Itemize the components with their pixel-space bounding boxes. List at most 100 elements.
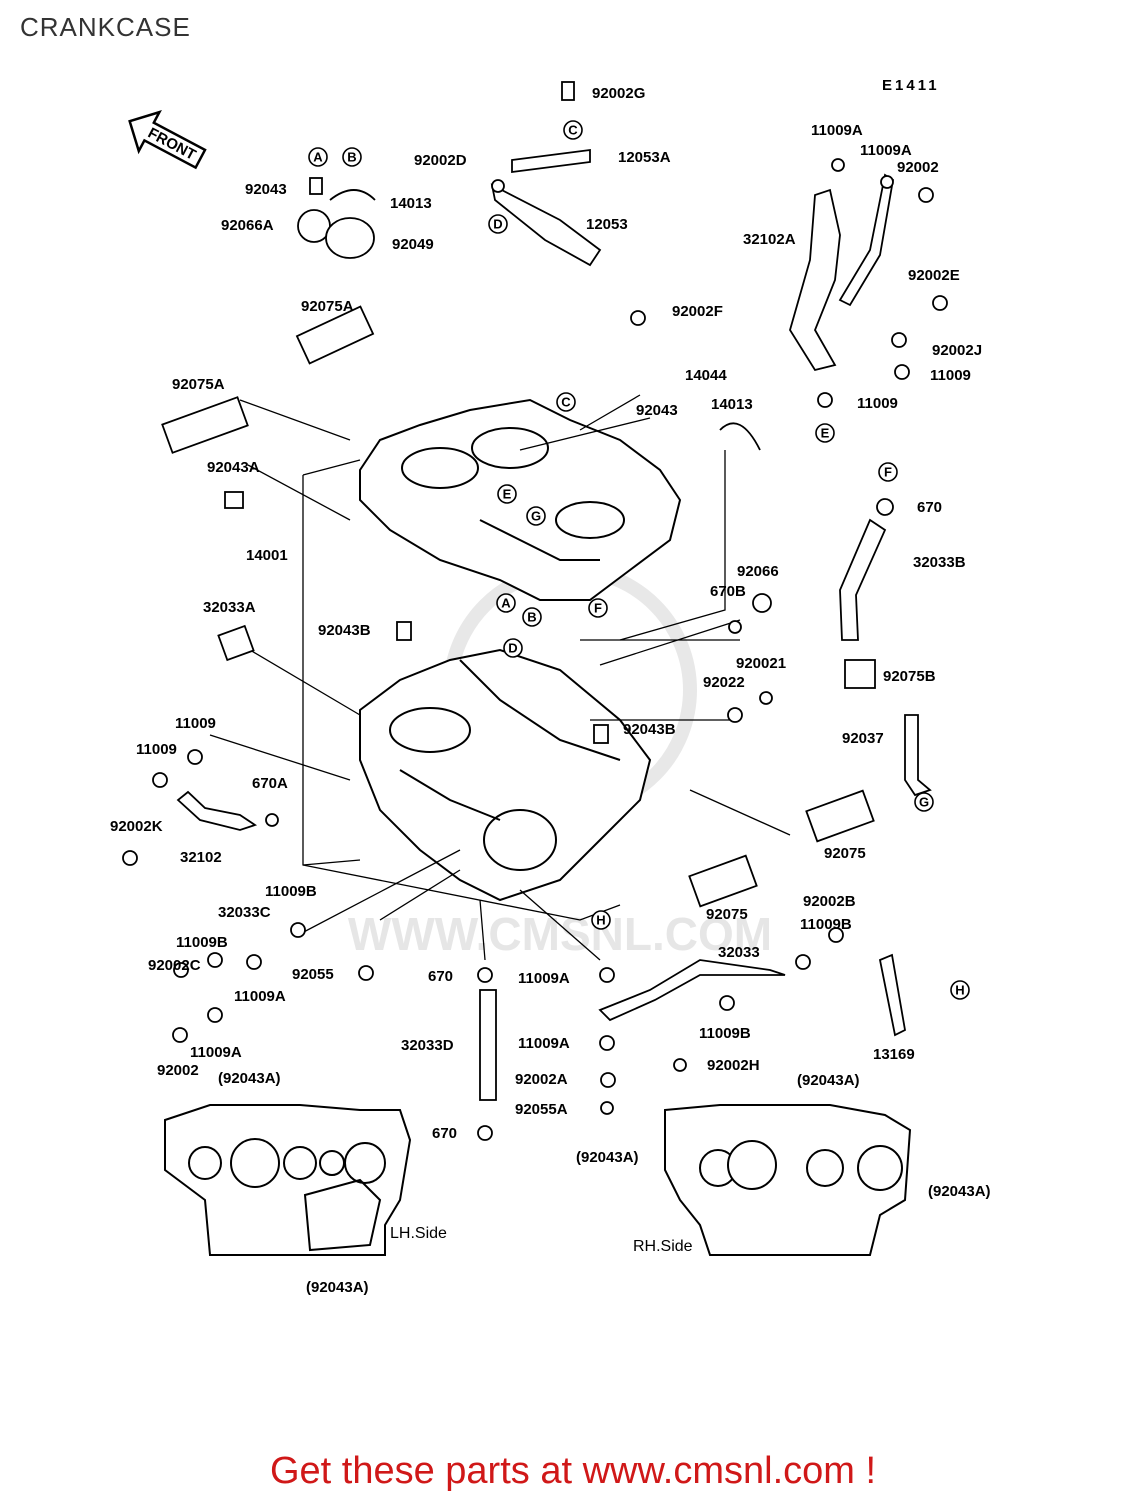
part-label[interactable]: 670A [252, 775, 288, 792]
svg-text:B: B [527, 610, 536, 625]
hardware-parts [122, 81, 948, 1141]
part-label[interactable]: 92002G [592, 85, 645, 102]
part-label[interactable]: 12053 [586, 216, 628, 233]
part-label[interactable]: 92002H [707, 1057, 760, 1074]
part-label[interactable]: 92066 [737, 563, 779, 580]
part-label[interactable]: (92043A) [218, 1070, 281, 1087]
svg-text:G: G [919, 795, 929, 810]
part-label[interactable]: 11009B [800, 916, 852, 933]
part-label[interactable]: 92075 [824, 845, 866, 862]
part-label[interactable]: 32033 [718, 944, 760, 961]
svg-text:F: F [594, 601, 602, 616]
svg-text:H: H [955, 983, 964, 998]
callout-a: A [496, 593, 516, 613]
part-label[interactable]: 11009A [518, 970, 570, 987]
part-label[interactable]: 32102 [180, 849, 222, 866]
part-label[interactable]: 14013 [711, 396, 753, 413]
part-label[interactable]: 32033A [203, 599, 256, 616]
part-label[interactable]: 670 [432, 1125, 457, 1142]
lh-side-view: LH.Side [164, 1104, 447, 1256]
callout-f: F [878, 462, 898, 482]
svg-text:D: D [508, 641, 517, 656]
part-label[interactable]: 92002K [110, 818, 163, 835]
part-label[interactable]: 92002D [414, 152, 467, 169]
part-label[interactable]: 32102A [743, 231, 796, 248]
lower-crankcase [359, 648, 652, 902]
part-label[interactable]: 92043 [245, 181, 287, 198]
svg-text:C: C [561, 395, 571, 410]
part-label[interactable]: 14013 [390, 195, 432, 212]
callout-c: C [563, 120, 583, 140]
part-label[interactable]: 92075B [883, 668, 936, 685]
callout-d: D [488, 214, 508, 234]
part-label[interactable]: 12053A [618, 149, 671, 166]
svg-text:H: H [596, 913, 605, 928]
part-label[interactable]: 92066A [221, 217, 274, 234]
part-label[interactable]: 11009A [811, 122, 863, 139]
part-label[interactable]: 92002F [672, 303, 723, 320]
svg-text:E: E [503, 487, 512, 502]
part-label[interactable]: 670 [917, 499, 942, 516]
part-label[interactable]: 92043B [623, 721, 676, 738]
part-label[interactable]: 92022 [703, 674, 745, 691]
part-label[interactable]: 92075 [706, 906, 748, 923]
part-label[interactable]: 92075A [301, 298, 354, 315]
part-label[interactable]: 11009A [190, 1044, 242, 1061]
part-label[interactable]: 92002B [803, 893, 856, 910]
part-label[interactable]: 11009 [930, 367, 971, 384]
part-label[interactable]: 13169 [873, 1046, 915, 1063]
part-label[interactable]: 92055 [292, 966, 334, 983]
part-label[interactable]: 11009B [699, 1025, 751, 1042]
part-label[interactable]: 92049 [392, 236, 434, 253]
part-label[interactable]: 14001 [246, 547, 288, 564]
part-label[interactable]: 32033B [913, 554, 966, 571]
svg-text:A: A [501, 596, 511, 611]
part-label[interactable]: 920021 [736, 655, 786, 672]
lh-side-label: LH.Side [390, 1225, 447, 1242]
part-label[interactable]: 11009 [136, 741, 177, 758]
rh-side-view: RH.Side [633, 1104, 912, 1256]
part-label[interactable]: 92043B [318, 622, 371, 639]
part-label[interactable]: 92002 [157, 1062, 199, 1079]
diagram-code: E1411 [882, 77, 940, 94]
part-label[interactable]: 32033D [401, 1037, 454, 1054]
svg-text:D: D [493, 217, 502, 232]
page-title: CRANKCASE [20, 12, 191, 42]
callout-b: B [522, 607, 542, 627]
part-label[interactable]: 11009B [265, 883, 317, 900]
part-label[interactable]: 92002C [148, 957, 201, 974]
callout-f: F [588, 598, 608, 618]
part-label[interactable]: 92055A [515, 1101, 568, 1118]
part-label[interactable]: 92002E [908, 267, 960, 284]
part-label[interactable]: 92043A [207, 459, 260, 476]
svg-text:C: C [568, 123, 578, 138]
part-label[interactable]: 670B [710, 583, 746, 600]
rh-side-label: RH.Side [633, 1238, 693, 1255]
part-label[interactable]: 92037 [842, 730, 884, 747]
part-label[interactable]: (92043A) [306, 1279, 369, 1296]
part-label[interactable]: 92075A [172, 376, 225, 393]
part-label[interactable]: 11009A [518, 1035, 570, 1052]
part-label[interactable]: 92043 [636, 402, 678, 419]
part-label[interactable]: (92043A) [576, 1149, 639, 1166]
footer-call-to-action[interactable]: Get these parts at www.cmsnl.com ! [269, 1450, 877, 1492]
part-label[interactable]: 14044 [685, 367, 727, 384]
part-label[interactable]: 92002A [515, 1071, 568, 1088]
part-label[interactable]: 11009 [175, 715, 216, 732]
upper-crankcase [359, 398, 682, 601]
part-label[interactable]: 670 [428, 968, 453, 985]
callout-h: H [591, 910, 611, 930]
part-label[interactable]: 32033C [218, 904, 271, 921]
part-label[interactable]: 11009B [176, 934, 228, 951]
part-label[interactable]: 11009A [860, 142, 912, 159]
svg-text:E: E [821, 426, 830, 441]
callout-g: G [526, 506, 546, 526]
part-label[interactable]: (92043A) [928, 1183, 991, 1200]
part-label[interactable]: (92043A) [797, 1072, 860, 1089]
part-label[interactable]: 11009A [234, 988, 286, 1005]
part-label[interactable]: 92002J [932, 342, 982, 359]
front-arrow-icon: FRONT [128, 110, 207, 170]
part-label[interactable]: 11009 [857, 395, 898, 412]
part-label[interactable]: 92002 [897, 159, 939, 176]
